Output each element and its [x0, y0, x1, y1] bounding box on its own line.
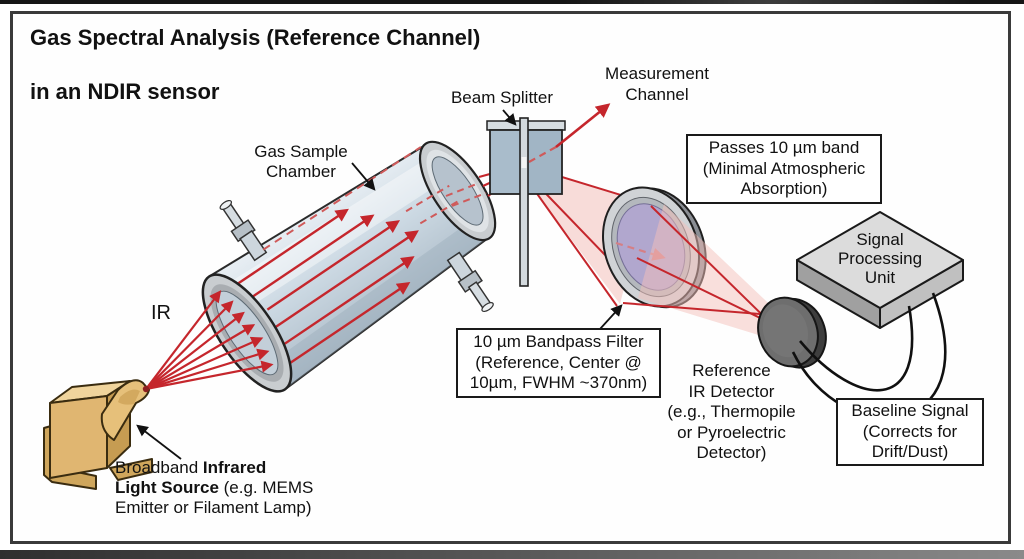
photo-edge-top — [0, 0, 1024, 4]
diagram-title: Gas Spectral Analysis (Reference Channel… — [30, 24, 480, 105]
baseline-signal-callout: Baseline Signal (Corrects for Drift/Dust… — [836, 398, 984, 466]
beam-splitter-label: Beam Splitter — [450, 88, 554, 107]
measurement-channel-label: Measurement Channel — [605, 64, 709, 104]
source-bracket-right — [109, 458, 153, 481]
light-source-l1a: Broadband — [115, 458, 203, 477]
source-ir-fan — [145, 290, 274, 391]
reference-detector-label: Reference IR Detector (e.g., Thermopile … — [667, 361, 796, 462]
light-source-l2a: Light Source — [115, 478, 219, 497]
source-cone-shade — [118, 389, 140, 405]
title-line2: in an NDIR sensor — [30, 79, 220, 104]
arrow-to-beam-splitter — [502, 109, 517, 126]
light-source-l2b: (e.g. MEMS — [218, 478, 314, 497]
beam-splitter-plate — [519, 117, 529, 287]
arrow-to-chamber — [351, 162, 376, 191]
beam-splitter — [486, 117, 566, 287]
beam-splitter-shade — [527, 131, 561, 193]
light-source-l3: Emitter or Filament Lamp) — [115, 498, 312, 517]
source-emitter-tip — [142, 385, 150, 393]
gas-sample-chamber-label: Gas Sample Chamber — [254, 142, 348, 181]
spu-face-top — [796, 211, 964, 309]
chamber-highlight — [224, 156, 446, 312]
measurement-ray — [528, 103, 611, 163]
ir-label: IR — [151, 302, 171, 324]
signal-processing-unit — [796, 211, 964, 329]
beam-wedge-filter-detector — [638, 204, 791, 345]
signal-processing-unit-label: Signal Processing Unit — [837, 230, 923, 287]
title-line1: Gas Spectral Analysis (Reference Channel… — [30, 25, 481, 50]
chamber-ir-rays — [235, 146, 462, 367]
chamber-body — [208, 144, 489, 390]
gas-port-outlet — [446, 251, 494, 313]
light-source-l1b: Infrared — [202, 458, 267, 477]
passes-band-callout: Passes 10 µm band (Minimal Atmospheric A… — [686, 134, 882, 204]
source-body-front — [49, 395, 108, 479]
light-source-label: Broadband Infrared Light Source (e.g. ME… — [115, 458, 355, 518]
ir-light-source — [43, 379, 153, 490]
reference-ir-detector — [757, 296, 827, 369]
arrow-to-source — [136, 424, 182, 460]
arrow-to-filter — [599, 304, 623, 330]
callout-arrows — [136, 109, 623, 460]
gas-port-inlet — [219, 199, 268, 262]
photo-edge-bottom — [0, 550, 1024, 559]
bandpass-filter-callout: 10 µm Bandpass Filter (Reference, Center… — [456, 328, 661, 398]
